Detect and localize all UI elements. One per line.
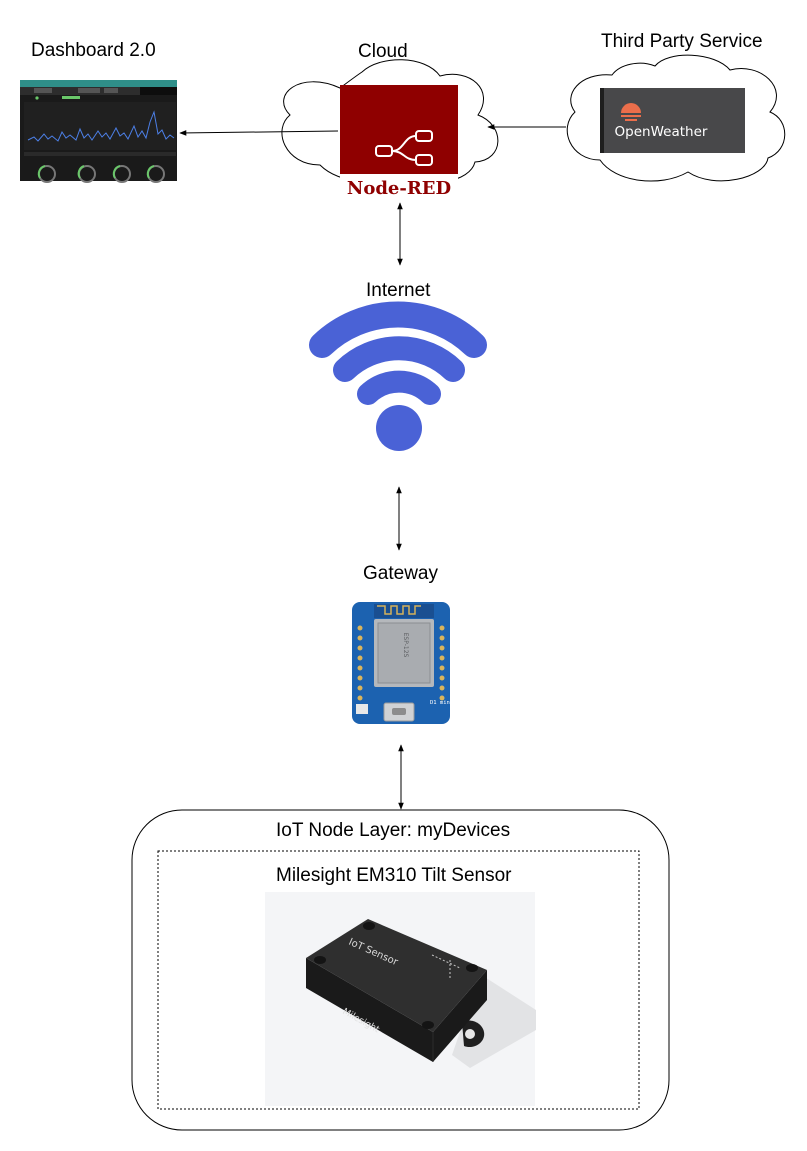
wifi-icon <box>309 301 487 405</box>
openweather-logo: OpenWeather <box>600 88 745 153</box>
board-model-text: D1 mini <box>430 700 453 706</box>
node-layer-label: IoT Node Layer: myDevices <box>276 820 511 841</box>
nodered-logo: Node-RED <box>340 85 458 200</box>
sensor-container <box>157 850 640 1110</box>
dashboard-label: Dashboard 2.0 <box>31 40 156 61</box>
wifi-dot-icon <box>376 405 422 451</box>
dashboard-screenshot <box>20 80 177 183</box>
cloud-label: Cloud <box>358 41 408 62</box>
third-party-label: Third Party Service <box>601 31 763 52</box>
nodered-text: Node-RED <box>347 178 451 199</box>
internet-label: Internet <box>366 280 431 301</box>
node-layer-container <box>131 809 670 1131</box>
sensor-label: Milesight EM310 Tilt Sensor <box>276 865 512 886</box>
openweather-text: OpenWeather <box>615 124 708 140</box>
sensor-photo: IoT Sensor Milesight <box>265 892 536 1106</box>
arrow-icon <box>179 130 339 136</box>
gateway-label: Gateway <box>363 563 438 584</box>
gateway-board: ESP-12S D1 mini <box>352 602 453 724</box>
board-chip-text: ESP-12S <box>402 633 409 658</box>
